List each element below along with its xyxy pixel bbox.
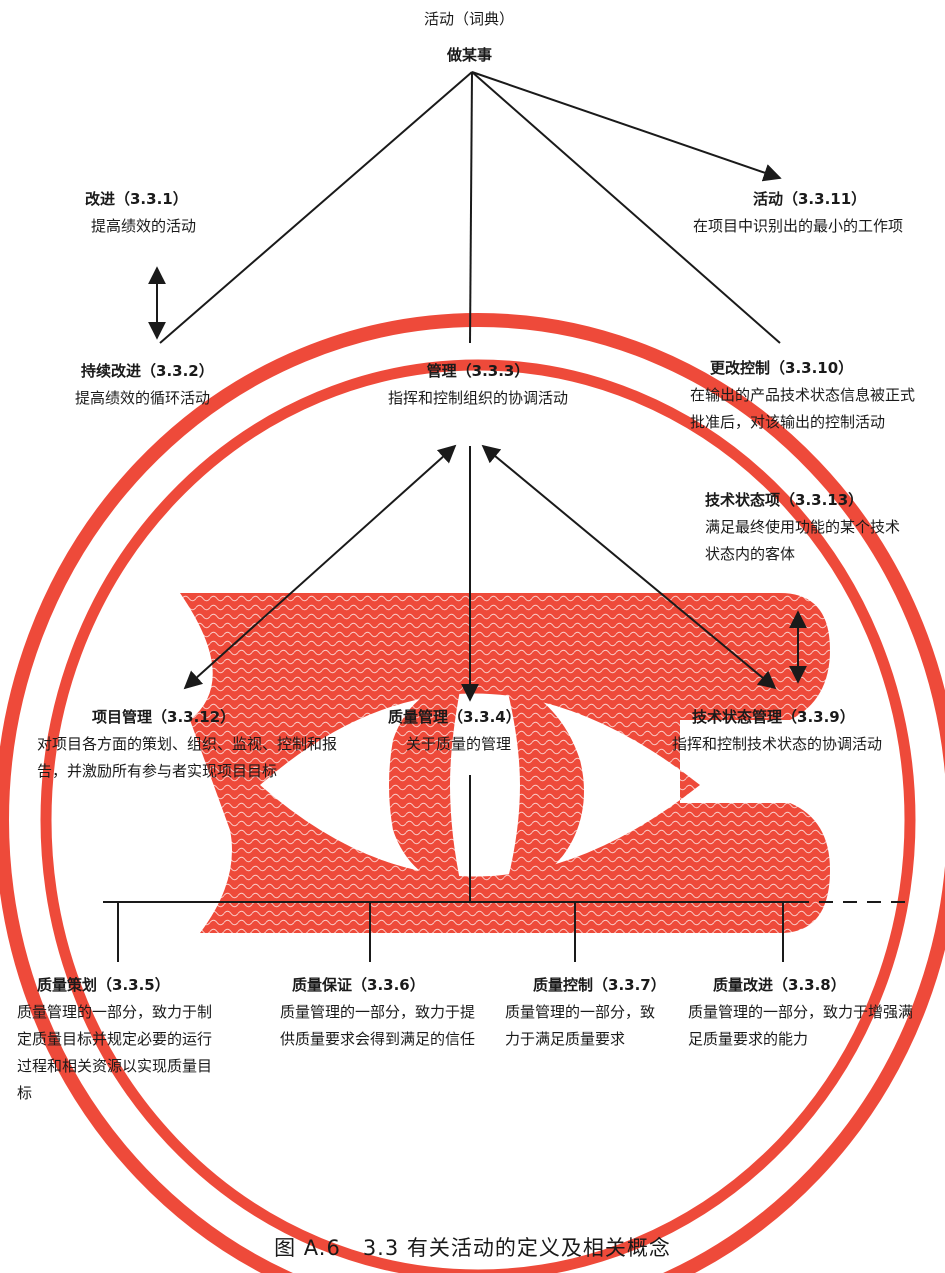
- node-project-management: 项目管理（3.3.12） 对项目各方面的策划、组织、监视、控制和报告，并激励所有…: [37, 704, 337, 785]
- emblem-inner: [389, 680, 462, 890]
- arrow-root-activity: [471, 71, 782, 182]
- node-desc: 关于质量的管理: [406, 735, 512, 753]
- figure-caption: 图 A.6 3.3 有关活动的定义及相关概念: [274, 1236, 671, 1260]
- node-desc: 指挥和控制技术状态的协调活动: [672, 735, 883, 753]
- red-rings: [0, 313, 945, 1273]
- arrow-management-config: [481, 444, 777, 690]
- node-title: 项目管理（3.3.12）: [92, 708, 236, 726]
- node-desc: 质量管理的一部分，致力于满足质量要求: [505, 1003, 656, 1048]
- node-desc: 提高绩效的活动: [91, 217, 197, 235]
- node-desc: 在输出的产品技术状态信息被正式批准后，对该输出的控制活动: [690, 386, 916, 431]
- node-title: 质量改进（3.3.8）: [713, 976, 846, 994]
- node-title: 质量管理（3.3.4）: [388, 708, 521, 726]
- node-activity: 活动（3.3.11） 在项目中识别出的最小的工作项: [693, 186, 933, 240]
- link-root-improvement: [159, 71, 473, 344]
- node-desc: 质量管理的一部分，致力于增强满足质量要求的能力: [688, 1003, 914, 1048]
- node-desc: 指挥和控制组织的协调活动: [387, 389, 568, 407]
- node-improvement: 改进（3.3.1） 提高绩效的活动: [85, 186, 295, 240]
- node-config-object: 技术状态项（3.3.13） 满足最终使用功能的某个技术状态内的客体: [705, 487, 910, 568]
- node-desc: 质量管理的一部分，致力于制定质量目标并规定必要的运行过程和相关资源以实现质量目标: [17, 1003, 213, 1102]
- node-title: 更改控制（3.3.10）: [710, 359, 854, 377]
- node-title: 活动（3.3.11）: [753, 190, 867, 208]
- node-title: 改进（3.3.1）: [85, 190, 188, 208]
- node-title: 管理（3.3.3）: [426, 362, 530, 380]
- node-quality-improvement: 质量改进（3.3.8） 质量管理的一部分，致力于增强满足质量要求的能力: [688, 972, 913, 1053]
- node-title: 技术状态项（3.3.13）: [705, 491, 864, 509]
- connectors: [103, 71, 910, 962]
- node-desc: 对项目各方面的策划、组织、监视、控制和报告，并激励所有参与者实现项目目标: [37, 735, 338, 780]
- root-label: 做某事: [447, 46, 493, 64]
- node-change-control: 更改控制（3.3.10） 在输出的产品技术状态信息被正式批准后，对该输出的控制活…: [690, 355, 915, 436]
- link-root-management: [469, 71, 473, 344]
- node-continual-improvement: 持续改进（3.3.2） 提高绩效的循环活动: [75, 358, 275, 412]
- node-desc: 在项目中识别出的最小的工作项: [693, 217, 904, 235]
- node-desc: 质量管理的一部分，致力于提供质量要求会得到满足的信任: [280, 1003, 476, 1048]
- node-title: 质量保证（3.3.6）: [292, 976, 425, 994]
- node-desc: 满足最终使用功能的某个技术状态内的客体: [705, 518, 901, 563]
- arrow-management-project: [183, 444, 457, 690]
- node-quality-assurance: 质量保证（3.3.6） 质量管理的一部分，致力于提供质量要求会得到满足的信任: [280, 972, 475, 1053]
- dictionary-label: 活动（词典）: [424, 10, 515, 28]
- node-management: 管理（3.3.3） 指挥和控制组织的协调活动: [358, 358, 598, 412]
- node-quality-management: 质量管理（3.3.4） 关于质量的管理: [388, 704, 578, 758]
- node-title: 技术状态管理（3.3.9）: [692, 708, 855, 726]
- middle-ring: [40, 359, 916, 1273]
- node-title: 质量策划（3.3.5）: [37, 976, 170, 994]
- node-config-management: 技术状态管理（3.3.9） 指挥和控制技术状态的协调活动: [672, 704, 907, 758]
- node-title: 持续改进（3.3.2）: [81, 362, 214, 380]
- node-quality-planning: 质量策划（3.3.5） 质量管理的一部分，致力于制定质量目标并规定必要的运行过程…: [17, 972, 222, 1107]
- node-title: 质量控制（3.3.7）: [533, 976, 666, 994]
- emblem-inner-right: [505, 680, 584, 890]
- outer-ring: [0, 313, 945, 1273]
- node-desc: 提高绩效的循环活动: [75, 389, 211, 407]
- link-root-change-control: [471, 71, 781, 344]
- node-quality-control: 质量控制（3.3.7） 质量管理的一部分，致力于满足质量要求: [505, 972, 666, 1053]
